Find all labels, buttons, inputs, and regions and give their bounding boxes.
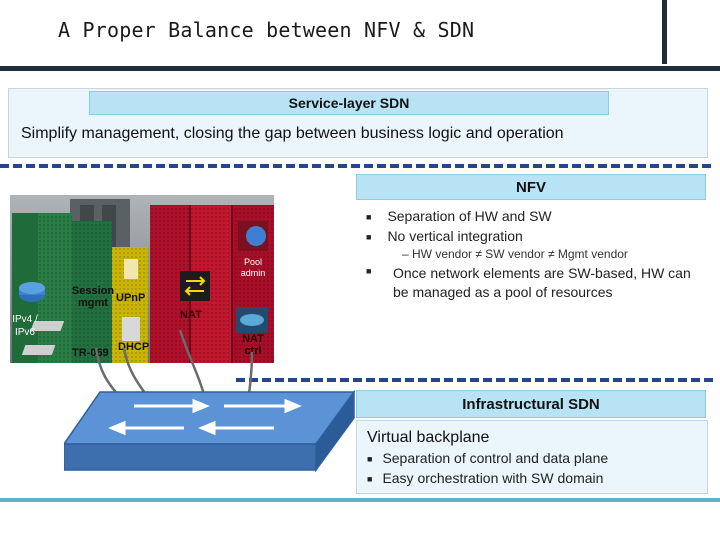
server-racks-graphic (10, 195, 274, 363)
dashed-separator-top (0, 164, 714, 168)
label-dhcp: DHCP (118, 341, 150, 353)
nfv-header: NFV (356, 174, 706, 200)
virtual-switch-graphic (64, 389, 356, 473)
bottom-rule (0, 498, 720, 502)
nfv-bullet-2: ■No vertical integration (366, 228, 523, 244)
service-layer-text: Simplify management, closing the gap bet… (21, 125, 564, 142)
page-title: A Proper Balance between NFV & SDN (58, 18, 475, 42)
service-layer-header: Service-layer SDN (89, 91, 609, 115)
datacenter-image: Session mgmt IPv4 / IPv6 TR-069 UPnP DHC… (10, 195, 274, 363)
infrastructural-bullet-1: ■Separation of control and data plane (367, 450, 609, 466)
label-nat: NAT (180, 309, 202, 321)
infrastructural-panel: Virtual backplane ■Separation of control… (356, 420, 708, 494)
label-nat-ctrl: NAT ctrl (242, 333, 264, 357)
label-ipv4-ipv6: IPv4 / IPv6 (12, 314, 38, 338)
dashed-separator-bottom (236, 378, 714, 382)
service-layer-panel: Service-layer SDN Simplify management, c… (8, 88, 708, 158)
infrastructural-header: Infrastructural SDN (356, 390, 706, 418)
nfv-bullet-1: ■Separation of HW and SW (366, 208, 552, 224)
nfv-bullet-3: ■ Once network elements are SW-based, HW… (366, 265, 691, 300)
infrastructural-bullet-2: ■Easy orchestration with SW domain (367, 470, 604, 486)
title-rule (0, 66, 720, 71)
label-tr069: TR-069 (72, 347, 109, 359)
label-session-mgmt: Session mgmt (71, 285, 115, 309)
label-upnp: UPnP (116, 292, 146, 304)
infrastructural-subtitle: Virtual backplane (367, 429, 490, 446)
label-pool-admin: Pool admin (240, 257, 266, 278)
nfv-sub-bullet: – HW vendor ≠ SW vendor ≠ Mgmt vendor (402, 247, 628, 261)
title-vertical-bar (662, 0, 667, 64)
